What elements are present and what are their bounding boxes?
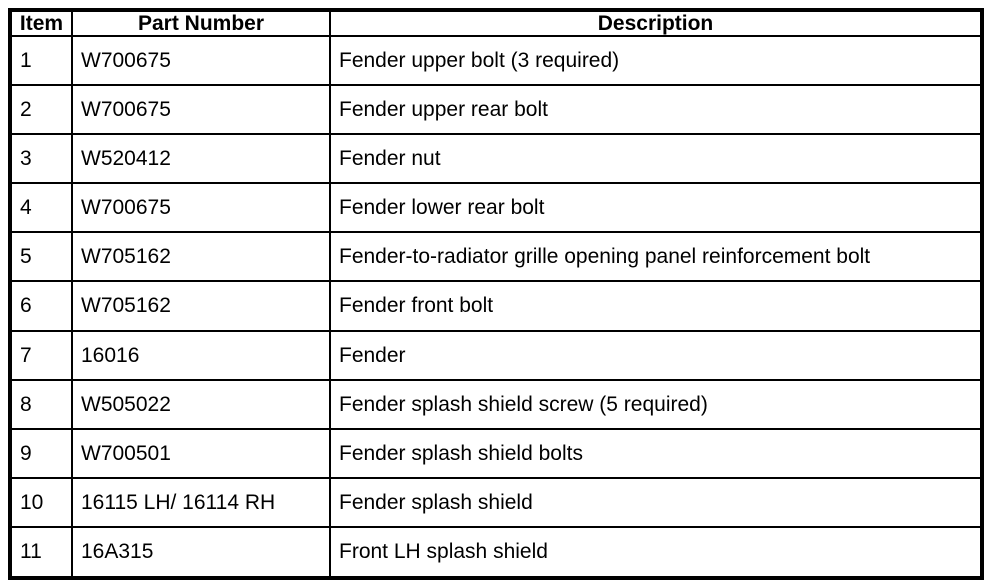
description-cell: Front LH splash shield: [329, 525, 983, 580]
item-cell: 5: [9, 231, 73, 283]
part-number-cell: W700675: [71, 35, 331, 87]
item-cell: 7: [9, 329, 73, 381]
header-item: Item: [9, 8, 73, 38]
part-number-cell: W705162: [71, 280, 331, 332]
description-cell: Fender: [329, 329, 983, 381]
description-cell: Fender-to-radiator grille opening panel …: [329, 231, 983, 283]
description-cell: Fender upper bolt (3 required): [329, 35, 983, 87]
part-number-cell: W520412: [71, 133, 331, 185]
part-number-cell: 16A315: [71, 525, 331, 580]
item-cell: 4: [9, 182, 73, 234]
part-number-cell: W700675: [71, 84, 331, 136]
description-cell: Fender splash shield: [329, 476, 983, 528]
item-cell: 9: [9, 427, 73, 479]
item-cell: 8: [9, 378, 73, 430]
part-number-cell: W700675: [71, 182, 331, 234]
item-cell: 3: [9, 133, 73, 185]
item-cell: 6: [9, 280, 73, 332]
item-cell: 2: [9, 84, 73, 136]
description-cell: Fender splash shield bolts: [329, 427, 983, 479]
description-cell: Fender nut: [329, 133, 983, 185]
header-row: Item Part Number Description: [9, 8, 983, 38]
part-number-cell: 16016: [71, 329, 331, 381]
header-part-number: Part Number: [71, 8, 331, 38]
part-number-cell: W505022: [71, 378, 331, 430]
description-cell: Fender front bolt: [329, 280, 983, 332]
description-cell: Fender upper rear bolt: [329, 84, 983, 136]
description-cell: Fender splash shield screw (5 required): [329, 378, 983, 430]
part-number-cell: W705162: [71, 231, 331, 283]
item-cell: 10: [9, 476, 73, 528]
part-number-cell: 16115 LH/ 16114 RH: [71, 476, 331, 528]
description-cell: Fender lower rear bolt: [329, 182, 983, 234]
header-description: Description: [329, 8, 983, 38]
part-number-cell: W700501: [71, 427, 331, 479]
item-cell: 1: [9, 35, 73, 87]
item-cell: 11: [9, 525, 73, 580]
